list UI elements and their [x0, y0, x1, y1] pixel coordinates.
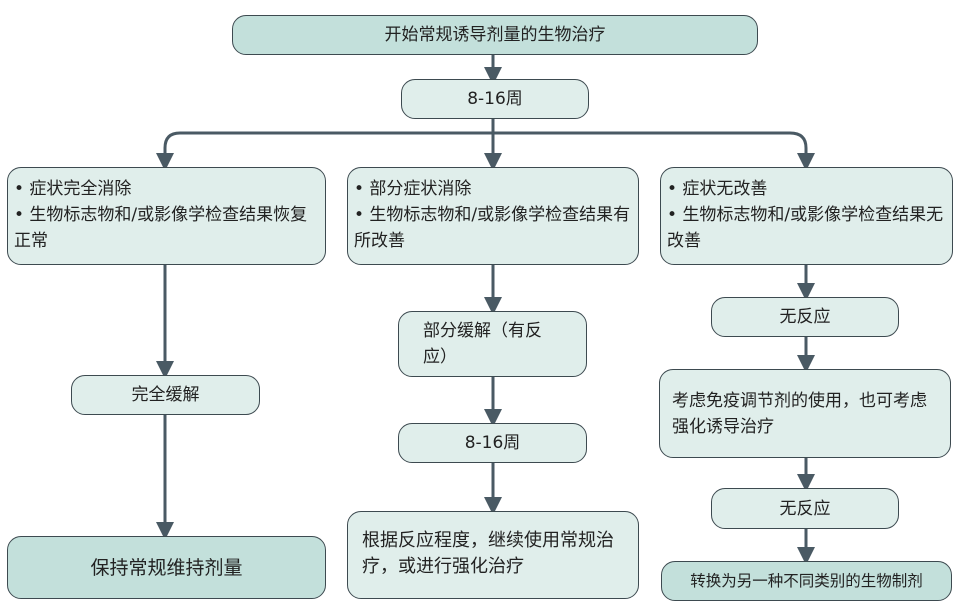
branch-partial-response: • 部分症状消除 • 生物标志物和/或影像学检查结果有所改善: [347, 167, 639, 265]
consider-immunomodulator-node: 考虑免疫调节剂的使用，也可考虑强化诱导治疗: [659, 369, 951, 458]
weeks-node-1: 8-16周: [401, 79, 589, 119]
arrow: [493, 131, 815, 171]
maintain-dose-node: 保持常规维持剂量: [7, 536, 326, 599]
node-label: 部分缓解（有反应）: [423, 321, 542, 367]
node-label: 保持常规维持剂量: [90, 556, 243, 579]
partial-remission-node: 部分缓解（有反应）: [398, 311, 587, 377]
node-label: 考虑免疫调节剂的使用，也可考虑强化诱导治疗: [672, 391, 927, 437]
complete-remission-node: 完全缓解: [71, 375, 260, 415]
branch-complete-response: • 症状完全消除 • 生物标志物和/或影像学检查结果恢复正常: [7, 167, 326, 265]
branch-line: • 生物标志物和/或影像学检查结果有所改善: [354, 205, 631, 251]
branch-no-response: • 症状无改善 • 生物标志物和/或影像学检查结果无改善: [660, 167, 953, 265]
branch-line: • 生物标志物和/或影像学检查结果无改善: [667, 205, 944, 251]
no-response-node-2: 无反应: [711, 488, 899, 529]
node-label: 无反应: [779, 498, 831, 519]
node-label: 转换为另一种不同类别的生物制剂: [690, 572, 923, 590]
weeks-label: 8-16周: [467, 89, 523, 109]
branch-line: • 症状完全消除: [14, 179, 132, 199]
start-label: 开始常规诱导剂量的生物治疗: [384, 25, 606, 45]
node-label: 8-16周: [464, 433, 521, 453]
start-node: 开始常规诱导剂量的生物治疗: [232, 15, 758, 55]
node-label: 完全缓解: [131, 385, 200, 405]
switch-biologic-node: 转换为另一种不同类别的生物制剂: [661, 561, 952, 601]
node-label: 无反应: [779, 307, 831, 327]
branch-line: • 症状无改善: [667, 179, 768, 199]
continue-or-intensify-node: 根据反应程度，继续使用常规治疗，或进行强化治疗: [347, 511, 639, 599]
arrow: [156, 131, 493, 171]
node-label: 根据反应程度，继续使用常规治疗，或进行强化治疗: [362, 530, 614, 577]
no-response-node-1: 无反应: [711, 297, 899, 337]
branch-line: • 生物标志物和/或影像学检查结果恢复正常: [14, 205, 308, 251]
weeks-node-2: 8-16周: [398, 423, 587, 463]
branch-line: • 部分症状消除: [354, 179, 472, 199]
